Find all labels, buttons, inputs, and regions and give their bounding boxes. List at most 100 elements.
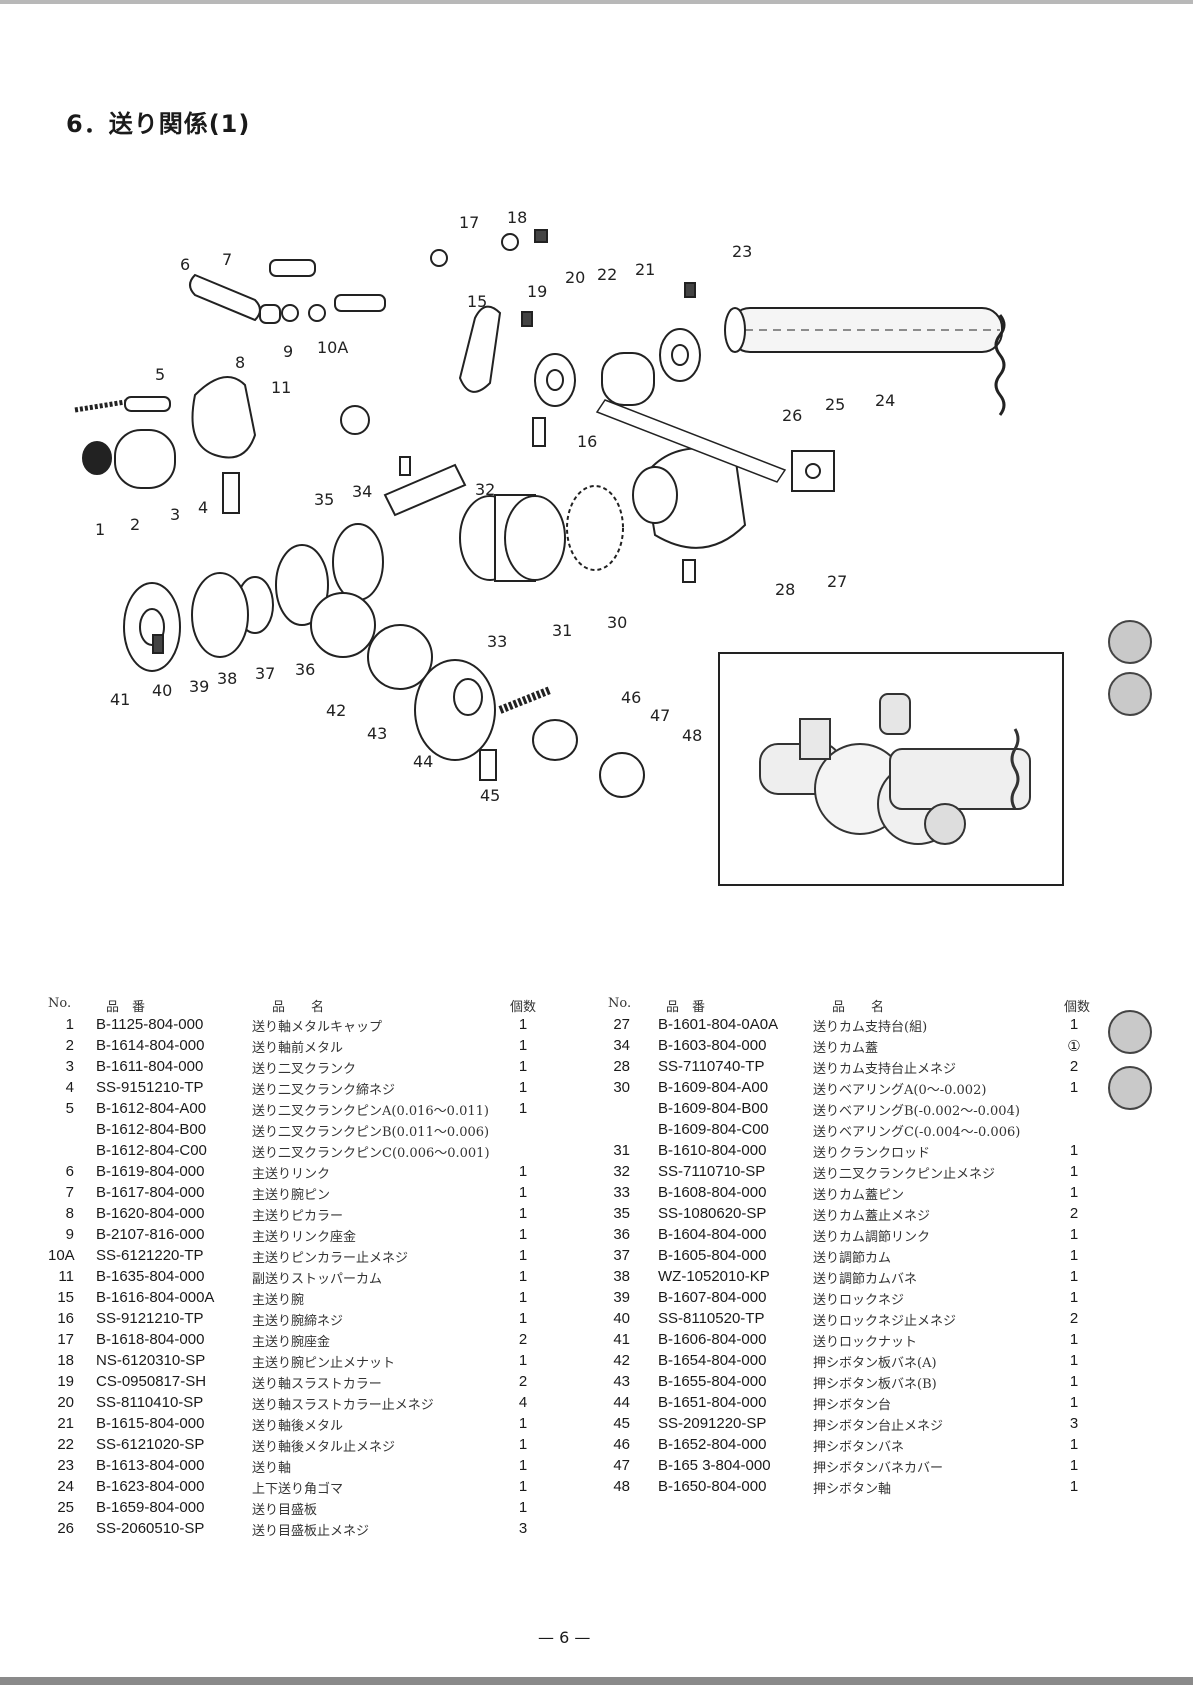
callout-label: 47 <box>650 706 671 725</box>
marker-dot <box>1108 620 1152 664</box>
part-no-cell: 31 <box>613 1142 630 1159</box>
qty-cell: 1 <box>1069 1163 1079 1180</box>
qty-cell: 1 <box>518 1499 528 1516</box>
part-name-cell: 送り調節カム <box>813 1251 892 1266</box>
part-name-cell: 送りロックネジ止メネジ <box>813 1314 957 1329</box>
parts-drawing <box>74 229 1006 798</box>
part-name-cell: 送りカム調節リンク <box>813 1230 931 1245</box>
part-number-cell: SS-6121020-SP <box>96 1436 205 1453</box>
header-part-name: 品 名 <box>272 1000 325 1015</box>
qty-cell: 1 <box>518 1352 528 1369</box>
part-name-cell: 副送りストッパーカム <box>252 1272 383 1287</box>
callout-label: 8 <box>235 353 246 372</box>
part-number-cell: B-1650-804-000 <box>658 1478 767 1495</box>
qty-cell: 1 <box>1069 1079 1079 1096</box>
callout-label: 22 <box>597 265 618 284</box>
qty-cell: ① <box>1067 1038 1081 1055</box>
part-name-cell: 押シボタン板バネ(B) <box>813 1377 937 1392</box>
top-border <box>0 0 1193 4</box>
qty-cell: 1 <box>1069 1142 1079 1159</box>
part-number-cell: B-1608-804-000 <box>658 1184 767 1201</box>
part-no-cell: 24 <box>57 1478 74 1495</box>
part-number-cell: WZ-1052010-KP <box>658 1268 770 1285</box>
part-number-cell: B-1609-804-B00 <box>658 1100 769 1117</box>
part-number-cell: SS-1080620-SP <box>658 1205 767 1222</box>
qty-cell: 1 <box>518 1058 528 1075</box>
part-name-cell: 送りベアリングB(-0.002～-0.004) <box>813 1104 1020 1119</box>
header-part-number: 品 番 <box>106 1000 146 1015</box>
callout-label: 32 <box>475 480 496 499</box>
callout-label: 30 <box>607 613 628 632</box>
part-no-cell: 39 <box>613 1289 630 1306</box>
part-no-cell: 36 <box>613 1226 630 1243</box>
part-no-cell: 45 <box>613 1415 630 1432</box>
part-number-cell: B-1654-804-000 <box>658 1352 767 1369</box>
part-number-cell: B-1618-804-000 <box>96 1331 205 1348</box>
callout-label: 33 <box>487 632 508 651</box>
part-no-cell: 2 <box>65 1037 74 1054</box>
callout-label: 27 <box>827 572 848 591</box>
part-name-cell: 送りカム支持台止メネジ <box>813 1062 957 1077</box>
qty-cell: 2 <box>1069 1205 1079 1222</box>
callout-label: 35 <box>314 490 335 509</box>
qty-cell: 2 <box>1069 1058 1079 1075</box>
part-no-cell: 16 <box>57 1310 74 1327</box>
part-no-cell: 7 <box>65 1184 74 1201</box>
qty-cell: 1 <box>518 1100 528 1117</box>
part-no-cell: 9 <box>65 1226 74 1243</box>
part-name-cell: 押シボタン軸 <box>813 1482 892 1497</box>
qty-cell: 2 <box>518 1373 528 1390</box>
part-name-cell: 送りロックナット <box>813 1335 918 1350</box>
callout-label: 25 <box>825 395 846 414</box>
part-number-cell: B-1619-804-000 <box>96 1163 205 1180</box>
part-name-cell: 主送り腕 <box>252 1293 305 1308</box>
part-number-cell: B-1604-804-000 <box>658 1226 767 1243</box>
callout-label: 20 <box>565 268 586 287</box>
part-name-cell: 送り軸メタルキャップ <box>252 1020 383 1035</box>
part-name-cell: 送り軸後メタル止メネジ <box>252 1440 396 1455</box>
qty-cell: 1 <box>518 1415 528 1432</box>
part-number-cell: B-1614-804-000 <box>96 1037 205 1054</box>
part-number-cell: SS-9121210-TP <box>96 1310 204 1327</box>
qty-cell: 1 <box>1069 1457 1079 1474</box>
part-no-cell: 27 <box>613 1016 630 1033</box>
part-no-cell: 41 <box>613 1331 630 1348</box>
part-name-cell: 送り二叉クランクピンB(0.011～0.006) <box>252 1125 490 1140</box>
qty-cell: 1 <box>518 1478 528 1495</box>
part-no-cell: 10A <box>48 1247 75 1264</box>
qty-cell: 1 <box>518 1247 528 1264</box>
part-number-cell: B-1609-804-C00 <box>658 1121 769 1138</box>
part-no-cell: 40 <box>613 1310 630 1327</box>
part-number-cell: B-165 3-804-000 <box>658 1457 771 1474</box>
part-name-cell: 送り軸 <box>252 1461 292 1476</box>
part-name-cell: 送り二叉クランクピンC(0.006～0.001) <box>252 1146 490 1161</box>
callout-label: 26 <box>782 406 803 425</box>
part-name-cell: 主送りピカラー <box>252 1209 344 1224</box>
part-number-cell: CS-0950817-SH <box>96 1373 207 1390</box>
part-number-cell: B-1601-804-0A0A <box>658 1016 779 1033</box>
part-no-cell: 22 <box>57 1436 74 1453</box>
part-number-cell: B-1125-804-000 <box>96 1016 204 1033</box>
part-number-cell: B-1620-804-000 <box>96 1205 205 1222</box>
part-name-cell: 送りベアリングA(0～-0.002) <box>813 1083 987 1098</box>
part-name-cell: 送りカム蓋ピン <box>813 1188 905 1203</box>
header-part-name: 品 名 <box>832 1000 885 1015</box>
callout-label: 38 <box>217 669 238 688</box>
part-number-cell: SS-7110710-SP <box>658 1163 766 1180</box>
callout-label: 28 <box>775 580 796 599</box>
part-number-cell: B-1623-804-000 <box>96 1478 205 1495</box>
part-no-cell: 48 <box>613 1478 630 1495</box>
callout-label: 36 <box>295 660 316 679</box>
callout-label: 17 <box>459 213 480 232</box>
